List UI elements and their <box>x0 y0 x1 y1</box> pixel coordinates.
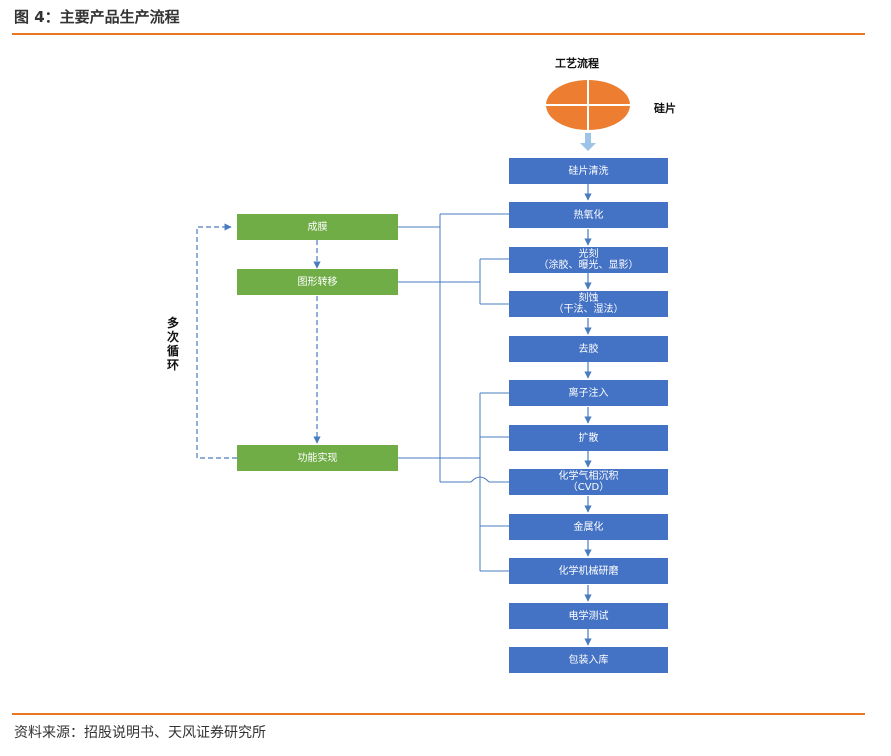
step-ion-implant: 离子注入 <box>509 380 668 406</box>
loop-char: 多 <box>166 316 179 330</box>
step-electrical-test: 电学测试 <box>509 603 668 629</box>
step-strip: 去胶 <box>509 336 668 362</box>
wafer-icon <box>546 80 630 130</box>
step-label: 扩散 <box>578 432 599 444</box>
step-label: 化学气相沉积 <box>558 471 619 482</box>
step-thermal-oxidation: 热氧化 <box>509 202 668 228</box>
step-etching: 刻蚀 （干法、湿法） <box>509 291 668 317</box>
step-label: 去胶 <box>578 343 599 355</box>
step-sublabel: （干法、湿法） <box>553 304 624 315</box>
figure-title: 图 4：主要产品生产流程 <box>14 8 180 26</box>
bottom-rule <box>12 713 865 715</box>
pattern-bracket <box>398 258 509 305</box>
step-sublabel: （CVD） <box>567 482 610 493</box>
wafer-caption: 硅片 <box>654 102 676 115</box>
step-label: 电学测试 <box>568 610 609 622</box>
stage-label: 成膜 <box>307 221 328 233</box>
function-bracket <box>398 392 509 572</box>
loop-char: 循 <box>166 344 179 358</box>
down-arrow-icon <box>580 133 596 151</box>
step-label: 硅片清洗 <box>568 165 609 177</box>
step-label: 离子注入 <box>568 387 609 399</box>
repeat-cycle-label: 多 次 循 环 <box>164 316 182 372</box>
stage-pattern-transfer: 图形转移 <box>237 269 398 295</box>
step-label: 热氧化 <box>573 209 604 221</box>
repeat-loop <box>196 223 237 459</box>
loop-char: 次 <box>166 330 179 344</box>
step-diffusion: 扩散 <box>509 425 668 451</box>
step-metallization: 金属化 <box>509 514 668 540</box>
step-label: 包装入库 <box>568 654 609 666</box>
step-wafer-cleaning: 硅片清洗 <box>509 158 668 184</box>
step-packaging: 包装入库 <box>509 647 668 673</box>
film-bracket <box>398 213 509 483</box>
loop-char: 环 <box>166 358 179 372</box>
process-caption: 工艺流程 <box>555 57 599 70</box>
stage-label: 功能实现 <box>297 452 338 464</box>
step-label: 光刻 <box>578 249 599 260</box>
step-lithography: 光刻 （涂胶、曝光、显影） <box>509 247 668 273</box>
step-label: 刻蚀 <box>578 293 599 304</box>
source-note: 资料来源：招股说明书、天风证券研究所 <box>14 725 266 741</box>
stage-label: 图形转移 <box>297 276 338 288</box>
stage-function-realization: 功能实现 <box>237 445 398 471</box>
stage-film-formation: 成膜 <box>237 214 398 240</box>
step-sublabel: （涂胶、曝光、显影） <box>538 260 639 271</box>
step-cmp: 化学机械研磨 <box>509 558 668 584</box>
step-cvd: 化学气相沉积 （CVD） <box>509 469 668 495</box>
top-rule <box>12 33 865 35</box>
step-label: 金属化 <box>573 521 604 533</box>
step-label: 化学机械研磨 <box>558 565 619 577</box>
